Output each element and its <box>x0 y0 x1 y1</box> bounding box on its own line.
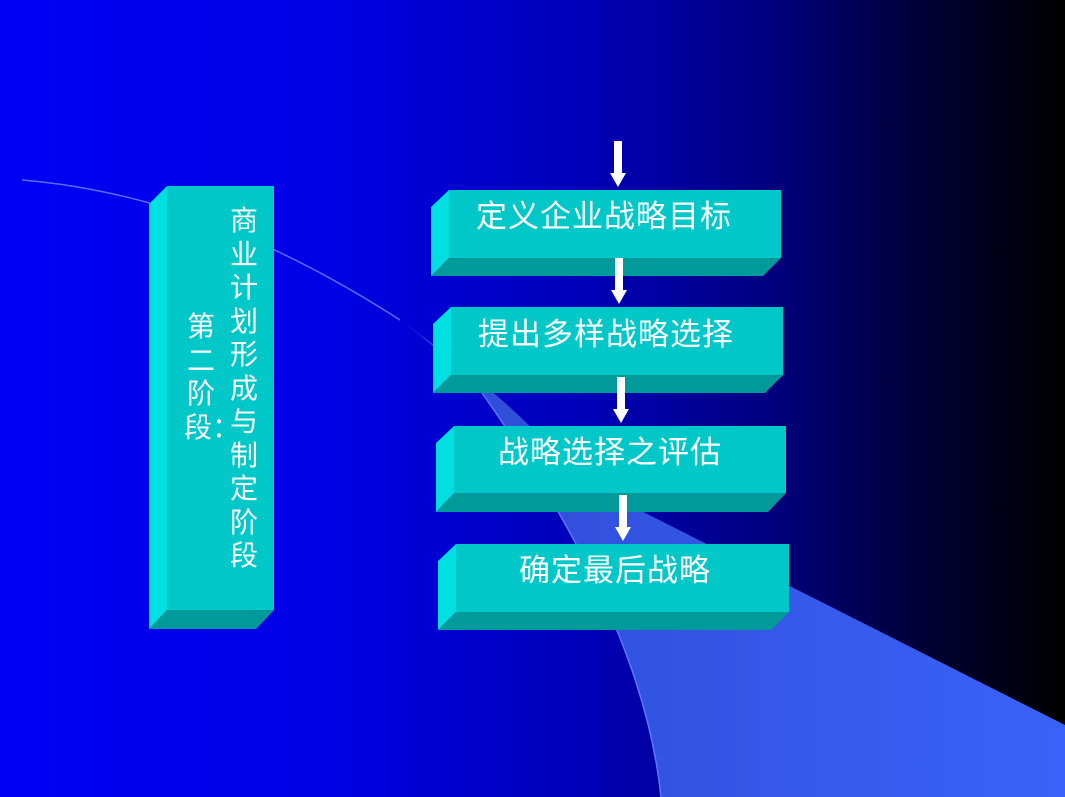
box-3d-shape <box>149 186 274 629</box>
down-arrow-icon <box>611 258 627 304</box>
stage-title-line2: 商业计划形成与制定阶段 <box>229 204 258 572</box>
step-label: 提出多样战略选择 <box>478 317 734 353</box>
stage-title-line1: 第二阶段： <box>184 310 241 444</box>
box-3d-shape <box>436 426 786 512</box>
flow-step-3: 战略选择之评估 <box>436 426 786 512</box>
down-arrow-icon <box>613 377 629 423</box>
down-arrow-icon <box>615 495 631 541</box>
down-arrow-icon <box>610 141 626 187</box>
box-3d-shape <box>433 307 783 393</box>
box-3d-shape <box>438 544 789 630</box>
box-3d-shape <box>431 190 781 276</box>
stage-box: 商业计划形成与制定阶段 第二阶段： <box>149 186 274 629</box>
step-label: 确定最后战略 <box>519 553 711 589</box>
flow-step-2: 提出多样战略选择 <box>433 307 783 393</box>
step-label: 定义企业战略目标 <box>476 199 732 235</box>
flow-step-4: 确定最后战略 <box>438 544 789 630</box>
flow-step-1: 定义企业战略目标 <box>431 190 781 276</box>
step-label: 战略选择之评估 <box>498 435 722 471</box>
